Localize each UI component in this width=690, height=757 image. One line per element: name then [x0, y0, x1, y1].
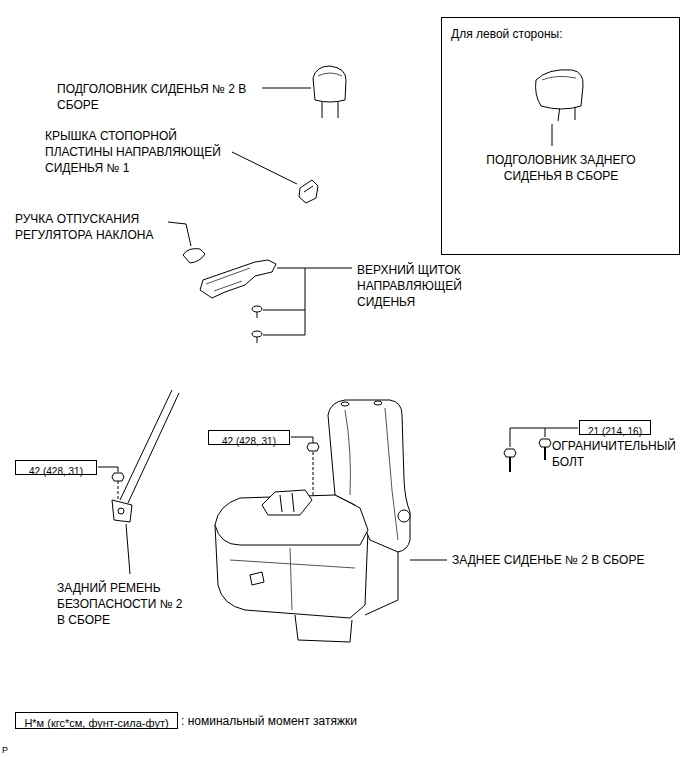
- panel-heading: Для левой стороны:: [451, 26, 666, 42]
- torque-value: Н*м (кгс*см, фунт-сила-фут): [20, 716, 172, 731]
- leader-line: [262, 88, 311, 89]
- belt-webbing: [120, 390, 179, 503]
- page-mark: P: [2, 742, 22, 757]
- bracket-leader: [263, 268, 352, 335]
- screw-head: [252, 331, 262, 337]
- bolt-head: [504, 449, 516, 457]
- torque-leader: [98, 467, 118, 472]
- headrest-post: [322, 100, 338, 118]
- torque-spec: 42 (428, 31): [15, 460, 97, 475]
- headrest-hole: [341, 402, 349, 406]
- leader-line: [410, 560, 447, 561]
- nut: [112, 473, 124, 481]
- cover-edge: [304, 186, 313, 192]
- headrest-seam: [542, 76, 576, 80]
- handle-body: [183, 249, 205, 263]
- belt-anchor: [112, 500, 132, 522]
- headrest-seam: [318, 73, 342, 76]
- seat-mechanism: [262, 490, 312, 515]
- screw-head: [252, 306, 262, 312]
- part-name: ЗАДНЕЕ СИДЕНЬЕ № 2 В СБОРЕ: [452, 552, 686, 568]
- torque-legend-box: Н*м (кгс*см, фунт-сила-фут): [15, 712, 178, 729]
- headrest-hole: [374, 401, 382, 405]
- leader-line: [126, 524, 130, 574]
- lock-plate-cover: [299, 180, 318, 203]
- torque-leader: [291, 437, 313, 443]
- upper-guide-cover: [200, 260, 276, 343]
- release-handle: [183, 249, 205, 263]
- part-name: ПОДГОЛОВНИК СИДЕНЬЯ № 2 В СБОРЕ: [57, 81, 253, 113]
- seat-bracket: [250, 572, 264, 585]
- torque-value: 42 (428, 31): [218, 435, 280, 448]
- torque-value: 42 (428, 31): [25, 465, 87, 478]
- anchor-hole: [118, 508, 124, 514]
- part-name: ПОДГОЛОВНИК ЗАДНЕГО СИДЕНЬЯ В СБОРЕ: [466, 152, 656, 184]
- headrest-pad: [536, 70, 584, 109]
- torque-spec: 21 (214, 16): [579, 420, 651, 435]
- seat-knob: [398, 510, 410, 522]
- cover-detail: [206, 268, 250, 291]
- legend-note: : номинальный момент затяжки: [181, 713, 357, 729]
- bolt-head: [539, 439, 551, 447]
- seat-belt: [112, 390, 179, 522]
- headrest-pad: [313, 66, 346, 102]
- leader-line: [168, 222, 191, 246]
- seat-base: [295, 615, 352, 642]
- leader-line: [552, 124, 553, 146]
- part-name: КРЫШКА СТОПОРНОЙ ПЛАСТИНЫ НАПРАВЛЯЮЩЕЙ С…: [45, 128, 223, 176]
- bolt-shank: [510, 446, 545, 472]
- leader-line: [232, 152, 297, 184]
- rear-seat-no2: [215, 400, 410, 642]
- torque-value: 21 (214, 16): [584, 425, 646, 438]
- part-name: ВЕРХНИЙ ЩИТОК НАПРАВЛЯЮЩЕЙ СИДЕНЬЯ: [357, 262, 487, 310]
- nut: [307, 443, 319, 451]
- rear-headrest: [536, 70, 584, 121]
- restraint-bolts: [504, 439, 551, 472]
- headrest-no2: [313, 66, 346, 118]
- cover-body: [200, 260, 276, 298]
- torque-spec: 42 (428, 31): [208, 430, 290, 445]
- cover-body: [299, 180, 318, 203]
- screw-shank: [257, 310, 258, 343]
- part-name: РУЧКА ОТПУСКАНИЯ РЕГУЛЯТОРА НАКЛОНА: [15, 211, 175, 243]
- part-name: ОГРАНИЧИТЕЛЬНЫЙ БОЛТ: [552, 438, 686, 470]
- mechanism-detail: [280, 493, 294, 512]
- inset-panel: Для левой стороны: ПОДГОЛОВНИК ЗАДНЕГО СИ…: [441, 17, 680, 255]
- part-name: ЗАДНИЙ РЕМЕНЬ БЕЗОПАСНОСТИ № 2 В СБОРЕ: [57, 580, 192, 628]
